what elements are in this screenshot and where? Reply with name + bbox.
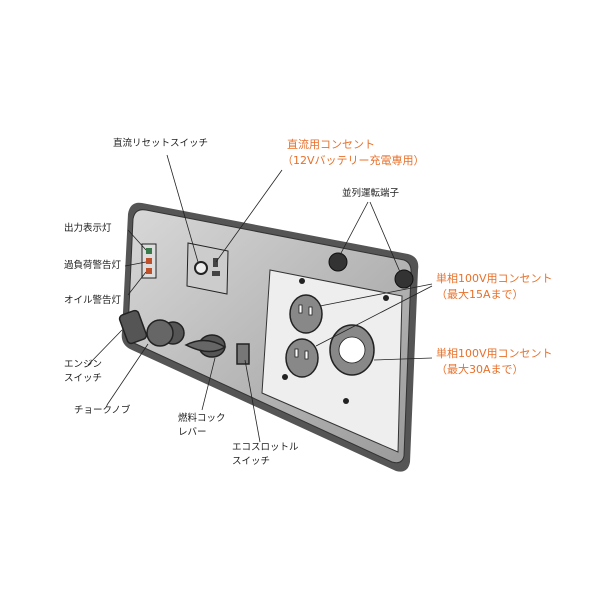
label-ac15-note: （最大15Aまで） (436, 288, 524, 301)
label-fuel-lever: 燃料コック (178, 413, 226, 424)
label-ac30-note: （最大30Aまで） (436, 363, 524, 376)
leader-lines (87, 154, 433, 443)
label-output-lamp: 出力表示灯 (64, 223, 112, 234)
label-engine-switch-2: スイッチ (64, 373, 103, 384)
label-ac30: 単相100V用コンセント (436, 347, 553, 360)
label-fuel-lever-2: レバー (178, 427, 207, 438)
label-oil-lamp: オイル警告灯 (64, 295, 122, 306)
label-ac15: 単相100V用コンセント (436, 272, 553, 285)
label-choke-knob: チョークノブ (74, 405, 131, 416)
label-eco-switch-2: スイッチ (232, 456, 271, 467)
label-engine-switch: エンジン (64, 359, 103, 370)
label-dc-outlet-note: （12Vバッテリー充電専用） (282, 154, 425, 167)
indicator-lamps (141, 243, 157, 279)
dc-outlet-box (186, 242, 229, 295)
label-dc-outlet: 直流用コンセント (287, 138, 375, 151)
label-parallel-terminal: 並列運転端子 (342, 188, 400, 199)
label-eco-switch: エコスロットル (232, 442, 299, 453)
label-overload-lamp: 過負荷警告灯 (64, 260, 122, 271)
label-dc-reset-switch: 直流リセットスイッチ (113, 138, 209, 149)
